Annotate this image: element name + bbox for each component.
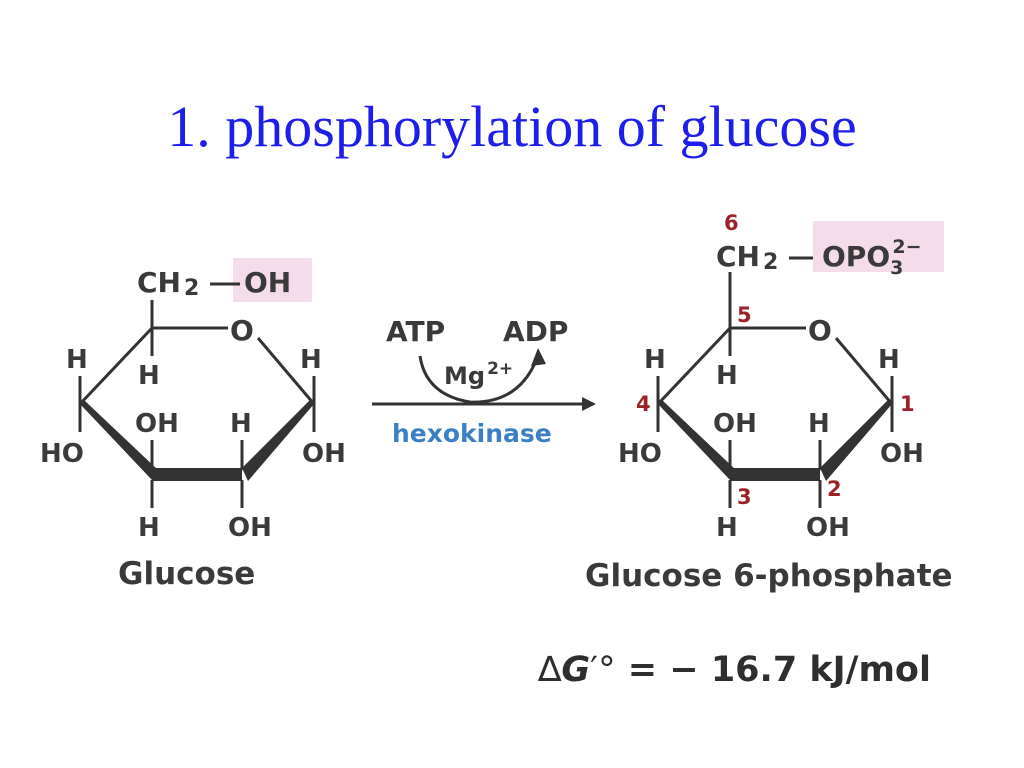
product-phosphate-highlight [813,221,944,272]
g-symbol: G [561,650,591,690]
glucose-c4-c3-wedge [80,400,158,480]
product-h-c4-top: H [644,345,666,375]
glucose-oh-group: OH [244,266,291,299]
product-h-c2-top: H [808,409,830,439]
product-ho-c4: HO [618,439,662,469]
glucose-oh-c1: OH [302,439,346,469]
carbon-number-6: 6 [724,211,739,235]
adp-label: ADP [503,315,568,348]
product-c2-c1-wedge [820,400,892,481]
carbon-number-3: 3 [737,485,752,509]
product-c4-c3-wedge [658,400,736,480]
glucose-ho-c4: HO [40,439,84,469]
carbon-number-4: 4 [636,392,651,416]
glucose-o-c1-bond [256,337,316,405]
glucose-h-c2-top: H [230,409,252,439]
glucose-c5-c4-bond [78,326,154,406]
glucose-ring-o: O [230,314,254,347]
product-oh-c3: OH [713,409,757,439]
glucose-h-c4-top: H [66,345,88,375]
carbon-number-5: 5 [737,303,752,327]
slide-title: 1. phosphorylation of glucose [167,94,857,159]
product-c5-c4-bond [656,326,732,406]
glucose-h-c3-bottom: H [138,513,160,543]
glucose-oh-c3: OH [135,409,179,439]
energy-value: 16.7 [710,650,798,690]
glucose-c2-c1-wedge [242,400,314,481]
product-h-c3-bottom: H [716,513,738,543]
equals-sign: = [627,650,658,690]
product-phosphate-group: OPO32− [822,236,922,279]
glucose-oh-highlight [233,258,312,302]
product-h-c5: H [716,361,738,391]
glucose-oh-c2-bottom: OH [228,513,272,543]
atp-label: ATP [386,315,445,348]
product-oh-c1: OH [880,439,924,469]
product-o-c1-bond [834,337,894,405]
free-energy-change: ∆G′° = − 16.7 kJ/mol [538,650,931,690]
atp-adp-curve [418,355,540,404]
product-oh-c2-bottom: OH [806,513,850,543]
reaction-arrowhead [582,397,596,411]
product-ring-o: O [808,314,832,347]
delta-symbol: ∆ [538,650,562,690]
carbon-number-1: 1 [900,392,915,416]
energy-unit: kJ/mol [809,650,931,690]
glucose-name: Glucose [118,556,255,592]
product-h-c1-top: H [878,345,900,375]
standard-prime-symbol: ′° [590,650,616,690]
glucose-c3-c2-bold-bond [152,468,242,481]
product-name: Glucose 6-phosphate [585,558,953,594]
minus-sign: − [669,650,699,690]
enzyme-label: hexokinase [392,419,552,448]
glucose-h-c5: H [138,361,160,391]
adp-arrowhead [531,348,546,366]
product-c3-c2-bold-bond [730,468,820,481]
carbon-number-2: 2 [827,477,842,501]
glucose-h-c1-top: H [300,345,322,375]
